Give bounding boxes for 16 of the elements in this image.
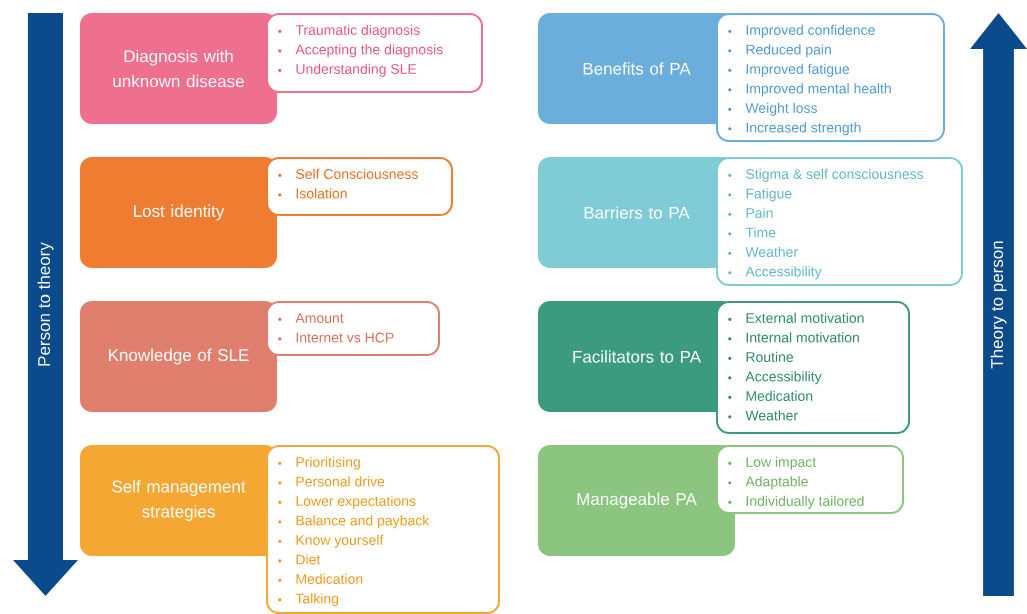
theme-box: Barriers to PA [538, 157, 735, 268]
bullet-list-box: Prioritising Personal drive Lower expectations Balance and payback Know yourself Diet Medication Talking [266, 445, 500, 614]
bullet-list-box: External motivation Internal motivation Routine Accessibility Medication Weather [716, 301, 910, 434]
theme-box: Facilitators to PA [538, 301, 735, 412]
theme-box: Diagnosis with unknown disease [80, 13, 277, 124]
bullet-list-box: Improved confidence Reduced pain Improved fatigue Improved mental health Weight loss Increased strength [716, 13, 945, 142]
theme-box: Lost identity [80, 157, 277, 268]
bullet-list-box: Self Consciousness Isolation [266, 157, 453, 216]
theme-box: Manageable PA [538, 445, 735, 556]
bullet-list-box: Low impact Adaptable Individually tailored [716, 445, 904, 514]
theme-box: Self management strategies [80, 445, 277, 556]
bullet-list-box: Stigma & self consciousness Fatigue Pain Time Weather Accessibility [716, 157, 963, 286]
bullet-list-box: Amount Internet vs HCP [266, 301, 440, 356]
theme-box: Knowledge of SLE [80, 301, 277, 412]
theme-box: Benefits of PA [538, 13, 735, 124]
bullet-list-box: Traumatic diagnosis Accepting the diagnosis Understanding SLE [266, 13, 483, 93]
